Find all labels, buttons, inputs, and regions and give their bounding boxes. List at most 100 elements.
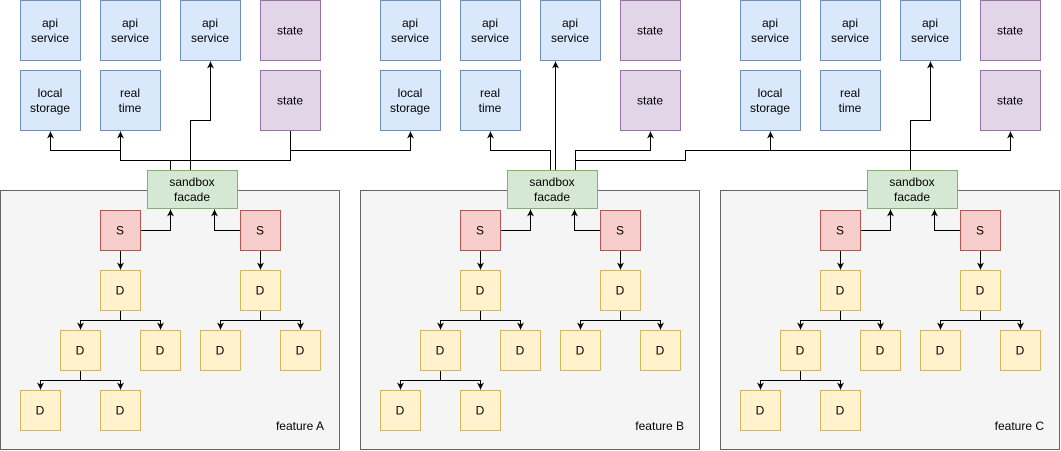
feature-c-edge-d3-d7 [757,380,801,390]
feature-a-edge-d3-d7 [37,380,81,390]
feature-a-state-4: state [260,0,321,61]
feature-c-api-service-2-shape [820,0,881,61]
feature-c-edge-d1-d3 [797,320,841,330]
feature-c-module-5-label: D [936,344,945,358]
feature-c-module-1-label: D [836,284,845,298]
feature-b-module-6: D [640,330,681,371]
feature-b-edge-d1-d4 [480,320,524,330]
feature-b-module-6-label: D [656,344,665,358]
feature-c-module-1: D [820,270,861,311]
edge-b-c-local-storage [575,131,774,161]
feature-a-module-5-shape [200,330,241,371]
feature-a-module-3: D [60,330,101,371]
feature-a-label: feature A [276,419,324,433]
feature-b-module-2-label: D [616,284,625,298]
feature-c-edge-d1-d4 [840,320,884,330]
feature-c-module-8-shape [820,390,861,431]
edge-b-real-time [487,131,551,171]
feature-c-module-6-shape [1000,330,1041,371]
feature-a-module-7-label: D [36,404,45,418]
feature-b-module-4-shape [500,330,541,371]
feature-a-edge-d2-d6 [260,320,304,330]
feature-c-state-4: state [980,70,1041,131]
feature-b-sandbox-left-label: S [476,224,484,238]
feature-c-module-3: D [780,330,821,371]
feature-c-state-4-label: state [997,24,1023,38]
feature-a-module-8-shape [100,390,141,431]
feature-c-module-5-shape [920,330,961,371]
feature-c-module-8: D [820,390,861,431]
feature-c-real-time-2-shape [820,70,881,131]
feature-a-module-2: D [240,270,281,311]
feature-a-sandbox-right: S [240,210,281,251]
edge-a-api-service [190,61,214,171]
feature-b-api-service-2-shape [460,0,521,61]
feature-c-sandbox-facade-shape [867,170,958,209]
feature-c-module-1-shape [820,270,861,311]
feature-b-module-6-shape [640,330,681,371]
feature-a-sandbox-right-shape [240,210,281,251]
feature-a-edge-d3-d8 [80,380,124,390]
feature-c-module-6-label: D [1016,344,1025,358]
feature-b-module-5-shape [560,330,601,371]
feature-a-sandbox-facade-shape [147,170,238,209]
feature-b-module-3: D [420,330,461,371]
feature-a-module-2-label: D [256,284,265,298]
feature-b-module-7-shape [380,390,421,431]
feature-b-edge-s-left-facade [500,209,534,231]
feature-b-real-time-2-shape [460,70,521,131]
feature-a-local-storage-1-shape [20,70,81,131]
feature-a-api-service-1-shape [20,0,81,61]
feature-b-state-4-shape [620,70,681,131]
feature-a-edge-s-left-facade [140,209,174,231]
feature-b-module-1: D [460,270,501,311]
feature-c-sandbox-left-label: S [836,224,844,238]
feature-a-edge-s-right-facade [211,209,241,231]
feature-b-module-8: D [460,390,501,431]
feature-b-module-7-label: D [396,404,405,418]
feature-b-module-2-shape [600,270,641,311]
feature-c-state-4: state [980,0,1041,61]
feature-a-module-4: D [140,330,181,371]
feature-a-module-8: D [100,390,141,431]
feature-a-state-4-shape [260,70,321,131]
feature-b-module-7: D [380,390,421,431]
feature-a-module-4-shape [140,330,181,371]
feature-a-module-7: D [20,390,61,431]
feature-b-module-4: D [500,330,541,371]
feature-b-sandbox-left: S [460,210,501,251]
feature-c-sandbox-right-shape [960,210,1001,251]
feature-a-sandbox-left-label: S [116,224,124,238]
feature-a-api-service-2-shape [100,0,161,61]
feature-b-sandbox-left-shape [460,210,501,251]
feature-c-sandbox-right-label: S [976,224,984,238]
feature-a-edge-d2-d5 [217,320,261,330]
feature-b-module-3-label: D [436,344,445,358]
feature-c-module-4: D [860,330,901,371]
feature-c-module-7-label: D [756,404,765,418]
feature-c-edge-d2-d5 [937,320,981,330]
feature-a-module-8-label: D [116,404,125,418]
feature-c-api-service-1-shape [740,0,801,61]
